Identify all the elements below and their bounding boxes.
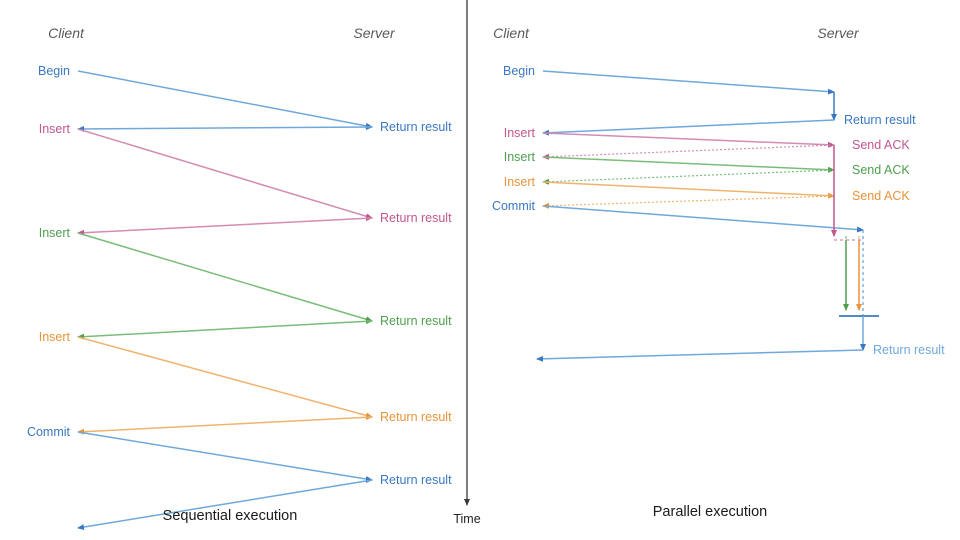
time-axis-label: Time (453, 512, 480, 526)
right-ack-arrow (542, 169, 835, 185)
left-response-arrow (77, 125, 373, 132)
left-response-arrow (77, 217, 373, 236)
left-request-arrow (77, 431, 373, 482)
left-msg-label: Return result (380, 473, 452, 487)
left-msg-label: Insert (39, 330, 71, 344)
left-msg-label: Return result (380, 410, 452, 424)
right-final-return (536, 349, 864, 362)
right-msg-label: Commit (492, 199, 536, 213)
left-request-arrow (77, 232, 373, 323)
left-msg-label: Return result (380, 314, 452, 328)
left-msg-label: Insert (39, 226, 71, 240)
right-msg-label: Begin (503, 64, 535, 78)
left-msg-label: Commit (27, 425, 71, 439)
right-msg-label: Insert (504, 150, 536, 164)
right-msg-label: Return result (844, 113, 916, 127)
left-msg-label: Begin (38, 64, 70, 78)
right-caption: Parallel execution (653, 504, 767, 520)
right-server-actor-label: Server (817, 25, 860, 41)
right-commit-arrow (542, 205, 864, 233)
right-begin-return (542, 119, 835, 136)
left-caption: Sequential execution (163, 508, 298, 524)
left-msg-label: Return result (380, 211, 452, 225)
right-ack-label: Send ACK (852, 138, 910, 152)
left-client-actor-label: Client (48, 25, 85, 41)
left-response-arrow (77, 320, 373, 340)
right-ack-label: Send ACK (852, 189, 910, 203)
left-request-arrow (77, 70, 373, 129)
left-msg-label: Insert (39, 122, 71, 136)
right-msg-label: Return result (873, 343, 945, 357)
right-msg-label: Insert (504, 175, 536, 189)
left-response-arrow (77, 479, 373, 530)
right-ack-arrow (542, 195, 835, 209)
right-ack-label: Send ACK (852, 163, 910, 177)
left-msg-label: Return result (380, 120, 452, 134)
right-request-arrow (542, 156, 835, 173)
left-response-arrow (77, 416, 373, 435)
left-request-arrow (77, 128, 373, 220)
right-client-actor-label: Client (493, 25, 530, 41)
right-begin-arrow (542, 70, 835, 95)
right-msg-label: Insert (504, 126, 536, 140)
left-server-actor-label: Server (353, 25, 396, 41)
right-request-arrow (542, 181, 835, 199)
right-request-arrow (542, 132, 835, 148)
right-ack-arrow (542, 144, 835, 160)
left-request-arrow (77, 336, 373, 419)
